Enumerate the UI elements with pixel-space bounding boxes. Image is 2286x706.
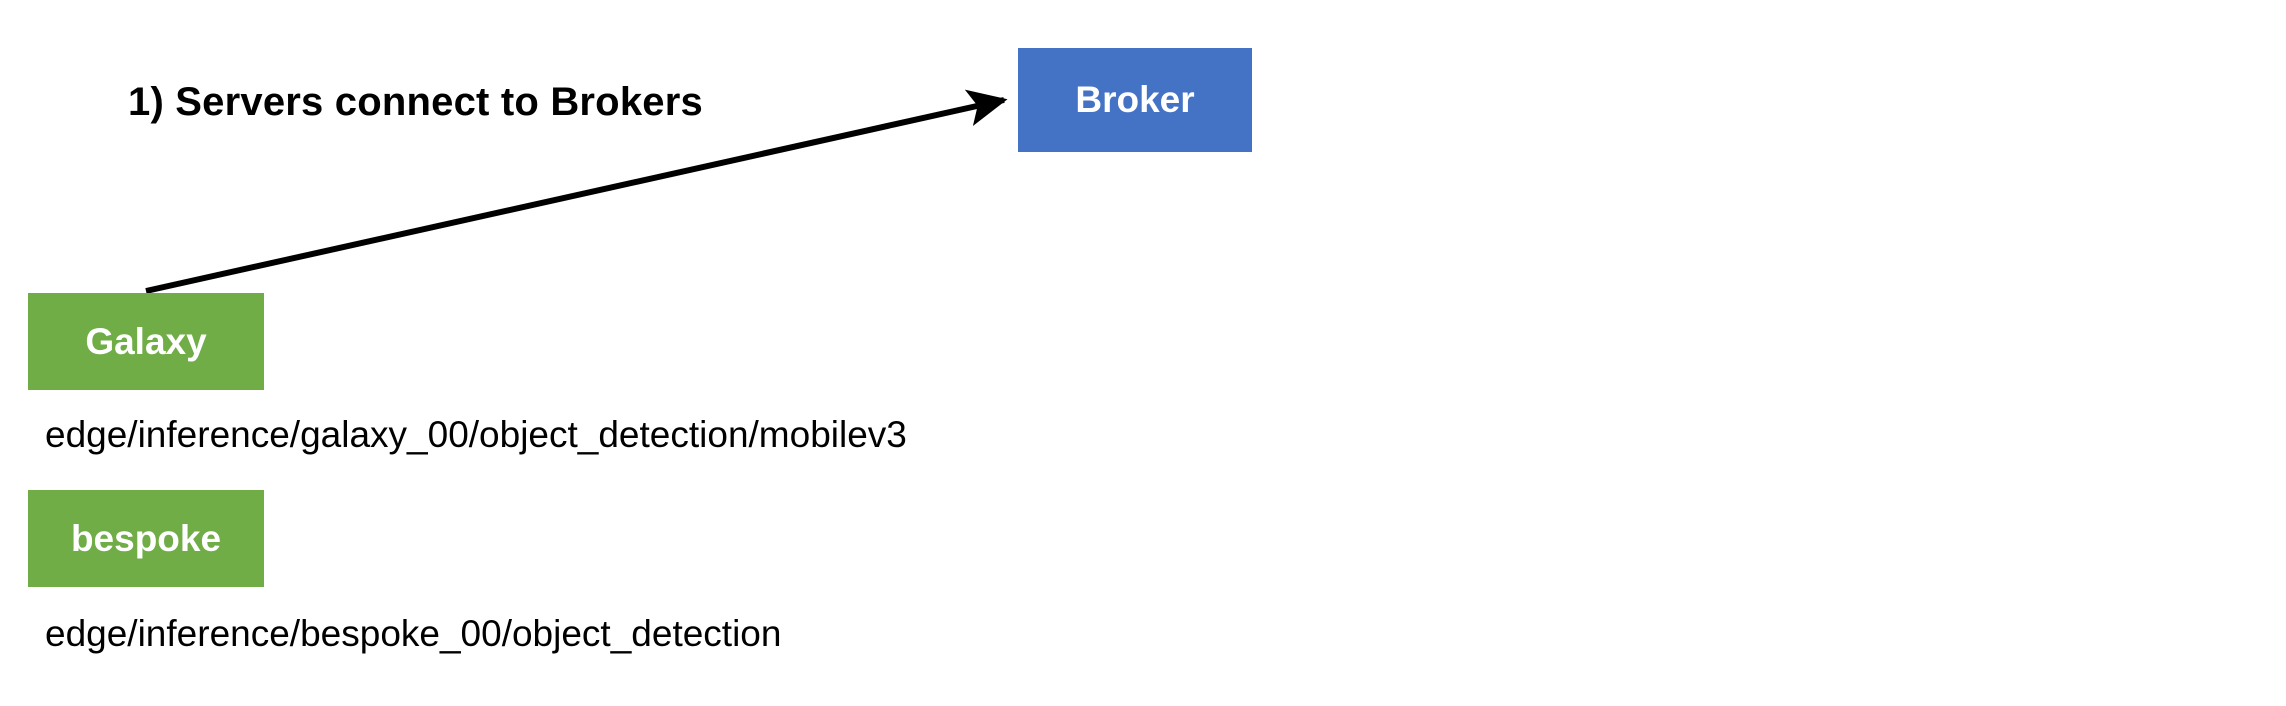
arrow-galaxy-to-broker: [145, 89, 1008, 294]
node-broker[interactable]: Broker: [1018, 48, 1252, 152]
node-broker-label: Broker: [1075, 79, 1195, 120]
node-bespoke-label: bespoke: [70, 517, 222, 559]
node-galaxy[interactable]: Galaxy: [28, 293, 264, 390]
topic-path-bespoke: edge/inference/bespoke_00/object_detecti…: [45, 613, 782, 654]
node-bespoke[interactable]: bespoke: [28, 490, 264, 587]
topic-path-galaxy: edge/inference/galaxy_00/object_detectio…: [45, 414, 907, 455]
step-heading: 1) Servers connect to Brokers: [128, 80, 703, 124]
node-galaxy-label: Galaxy: [85, 320, 207, 362]
